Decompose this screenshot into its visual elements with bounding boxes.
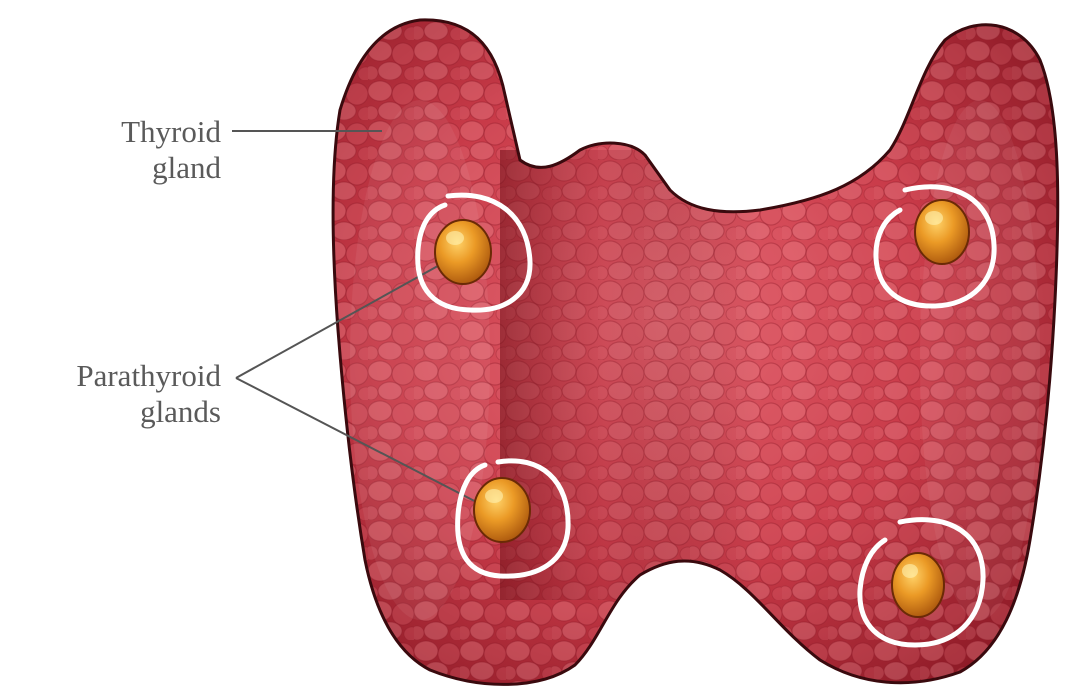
parathyroid-gland-lower-left	[474, 478, 530, 542]
parathyroid-gland-lower-right	[892, 553, 944, 617]
thyroid-gland-label: Thyroid gland	[121, 114, 221, 186]
parathyroid-gland-upper-left	[435, 220, 491, 284]
parathyroid-label-line1: Parathyroid	[76, 358, 221, 394]
parathyroid-glands-label: Parathyroid glands	[76, 358, 221, 430]
parathyroid-gland-upper-right	[915, 200, 969, 264]
parathyroid-label-line2: glands	[76, 394, 221, 430]
thyroid-gland	[320, 0, 1066, 693]
thyroid-label-line2: gland	[121, 150, 221, 186]
thyroid-label-line1: Thyroid	[121, 114, 221, 150]
